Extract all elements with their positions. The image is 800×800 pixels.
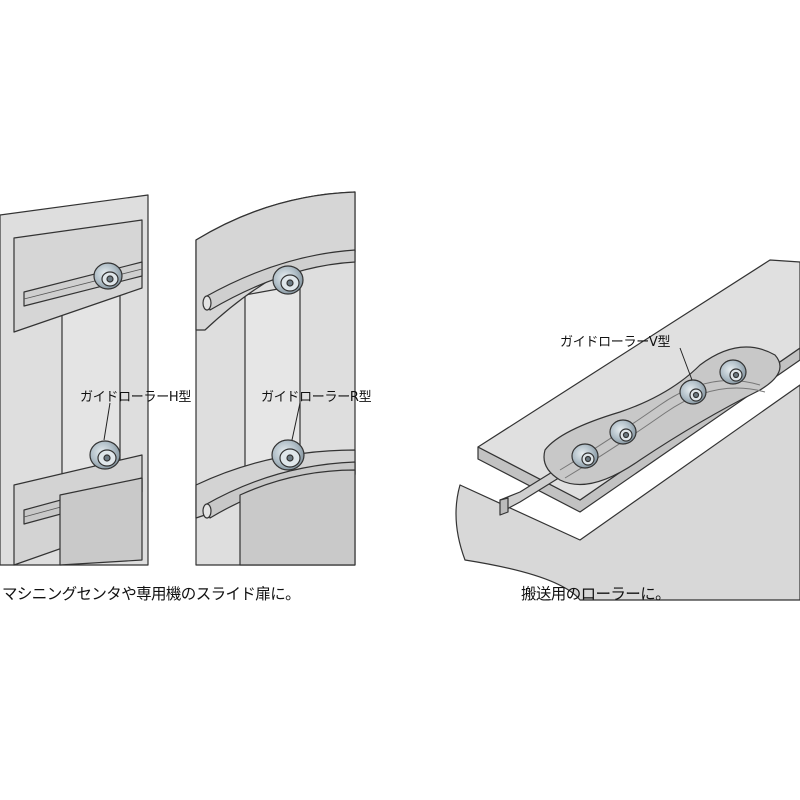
v-roller-2 bbox=[609, 419, 637, 445]
v-type-label: ガイドローラーV型 bbox=[560, 335, 671, 350]
v-roller-1 bbox=[571, 443, 599, 469]
r-top-rail bbox=[204, 249, 356, 311]
h-type-scene bbox=[0, 194, 149, 566]
v-base-block bbox=[455, 384, 800, 601]
left-caption: マシニングセンタや専用機のスライド扉に。 bbox=[2, 585, 301, 603]
r-roller-bottom bbox=[271, 439, 305, 471]
r-bottom-base bbox=[239, 469, 356, 566]
right-caption: 搬送用のローラーに。 bbox=[521, 585, 671, 603]
v-roller-4 bbox=[719, 359, 747, 385]
r-roller-top bbox=[272, 265, 304, 295]
r-type-label: ガイドローラーR型 bbox=[261, 390, 372, 405]
r-type-scene bbox=[195, 191, 356, 566]
h-top-frame bbox=[13, 219, 143, 333]
h-roller-bottom bbox=[89, 440, 121, 470]
v-type-scene bbox=[455, 259, 800, 601]
h-roller-top bbox=[93, 262, 123, 290]
v-roller-3 bbox=[679, 379, 707, 405]
h-type-label: ガイドローラーH型 bbox=[80, 390, 192, 405]
h-bottom-base bbox=[59, 477, 143, 566]
